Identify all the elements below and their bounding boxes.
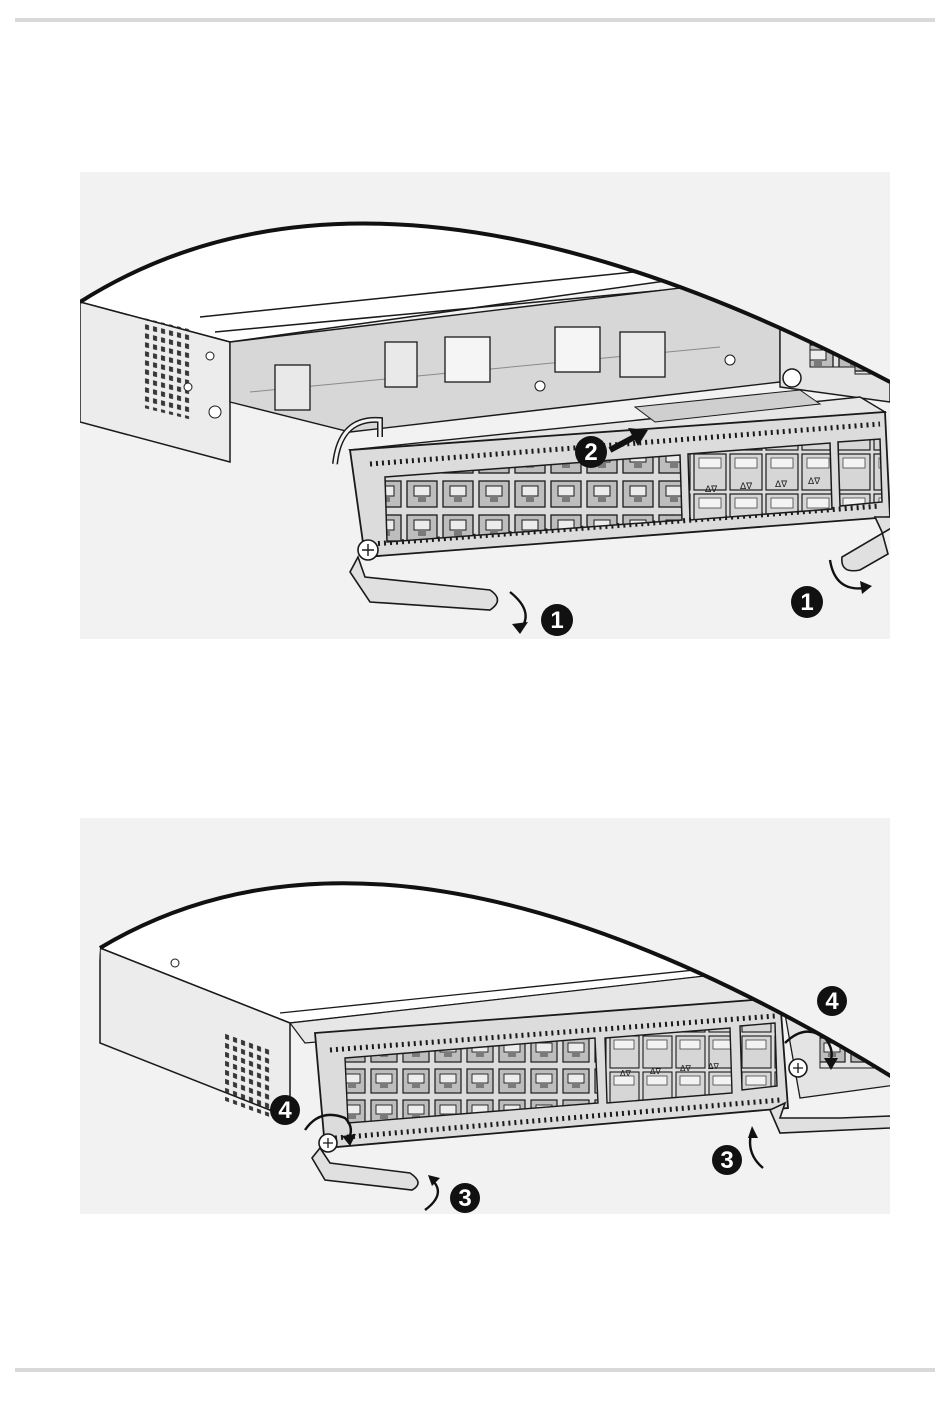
ejector-lever-left: [312, 1148, 418, 1190]
svg-text:4: 4: [825, 988, 839, 1015]
callout-step-3-left: 3: [450, 1183, 480, 1213]
ejector-lever-left: [350, 557, 498, 610]
chassis-1: Δ∇ Δ∇ Δ∇ Δ∇: [80, 172, 890, 560]
sfp-marker: Δ∇: [620, 1069, 631, 1078]
svg-text:2: 2: [584, 439, 597, 466]
figure-remove-card-drawing: Δ∇ Δ∇ Δ∇ Δ∇ 1: [80, 172, 890, 639]
callout-step-1-left: 1: [541, 604, 573, 636]
callout-step-4-left: 4: [270, 1095, 300, 1125]
callout-step-3-right: 3: [712, 1145, 742, 1175]
chassis-2: Δ∇ Δ∇ Δ∇ Δ∇: [100, 818, 890, 1152]
sfp-marker: Δ∇: [680, 1064, 691, 1073]
figure-install-card-drawing: Δ∇ Δ∇ Δ∇ Δ∇ 4: [80, 818, 890, 1214]
sfp-marker: Δ∇: [740, 482, 753, 492]
svg-text:4: 4: [278, 1097, 292, 1124]
header-rule: [15, 18, 935, 22]
sfp-marker: Δ∇: [705, 485, 718, 495]
figure-remove-card: Δ∇ Δ∇ Δ∇ Δ∇ 1: [80, 172, 890, 639]
callout-step-2: 2: [575, 436, 607, 468]
svg-text:3: 3: [720, 1147, 733, 1174]
ejector-lever-right: [842, 517, 890, 571]
svg-text:1: 1: [800, 589, 813, 616]
svg-text:1: 1: [550, 607, 563, 634]
footer-rule: [15, 1368, 935, 1372]
svg-text:3: 3: [458, 1185, 471, 1212]
figure-install-card: Δ∇ Δ∇ Δ∇ Δ∇ 4: [80, 818, 890, 1214]
sfp-marker: Δ∇: [775, 480, 788, 490]
callout-step-4-right: 4: [817, 986, 847, 1016]
sfp-marker: Δ∇: [650, 1067, 661, 1076]
sfp-marker: Δ∇: [808, 477, 821, 487]
callout-step-1-right: 1: [791, 586, 823, 618]
sfp-marker: Δ∇: [708, 1062, 719, 1071]
